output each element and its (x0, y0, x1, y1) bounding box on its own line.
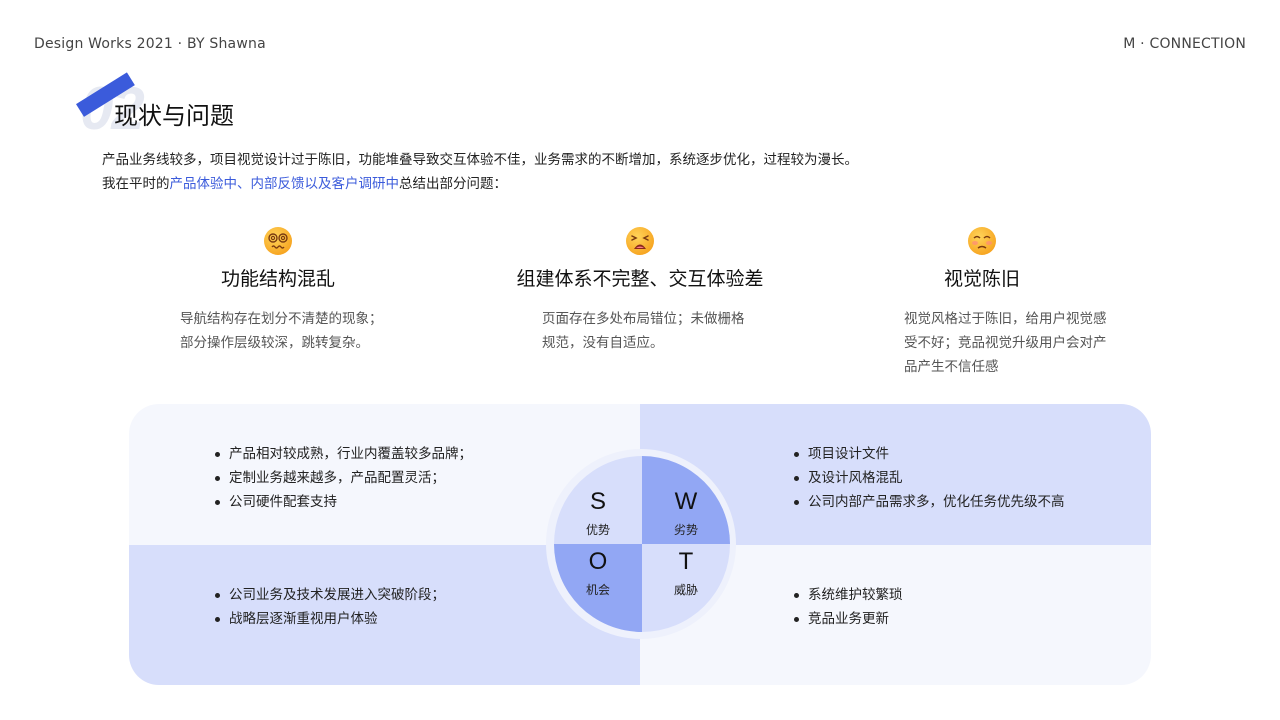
section-title: 现状与问题 (114, 102, 234, 130)
intro-highlight: 产品体验中、内部反馈以及客户调研中 (169, 176, 400, 192)
list-item: 公司硬件配套支持 (215, 490, 472, 514)
problem-description: 页面存在多处布局错位；未做栅格规范，没有自适应。 (542, 311, 745, 351)
header-left-text: Design Works 2021 · BY Shawna (34, 36, 266, 52)
problem-title: 组建体系不完整、交互体验差 (516, 268, 764, 290)
strengths-list: 产品相对较成熟，行业内覆盖较多品牌； 定制业务越来越多，产品配置灵活； 公司硬件… (215, 442, 472, 514)
problem-title: 功能结构混乱 (220, 268, 335, 290)
intro-line-2: 我在平时的产品体验中、内部反馈以及客户调研中总结出部分问题： (102, 172, 858, 196)
swot-w-cell: W 劣势 (642, 456, 730, 544)
swot-o-cell: O 机会 (554, 544, 642, 632)
swot-letter: S (589, 488, 606, 515)
swot-circle: S 优势 W 劣势 O 机会 T 威胁 (554, 456, 730, 632)
swot-t-cell: T 威胁 (642, 544, 730, 632)
list-item: 项目设计文件 (794, 442, 1065, 466)
swot-label: 机会 (585, 583, 610, 597)
intro-text: 产品业务线较多，项目视觉设计过于陈旧，功能堆叠导致交互体验不佳，业务需求的不断增… (102, 148, 858, 196)
list-item: 定制业务越来越多，产品配置灵活； (215, 466, 472, 490)
threats-list: 系统维护较繁琐 竞品业务更新 (794, 583, 903, 631)
opportunities-list: 公司业务及技术发展进入突破阶段； 战略层逐渐重视用户体验 (215, 583, 445, 631)
list-item: 及设计风格混乱 (794, 466, 1065, 490)
list-item: 产品相对较成熟，行业内覆盖较多品牌； (215, 442, 472, 466)
list-item: 战略层逐渐重视用户体验 (215, 607, 445, 631)
swot-letter: W (674, 488, 698, 515)
swot-letter: T (678, 548, 694, 575)
problem-title: 视觉陈旧 (943, 268, 1020, 290)
problem-description: 视觉风格过于陈旧，给用户视觉感受不好；竞品视觉升级用户会对产品产生不信任感 (904, 311, 1107, 375)
dizzy-face-icon (128, 226, 428, 260)
weary-face-icon (490, 226, 790, 260)
problem-card-components: 组建体系不完整、交互体验差 页面存在多处布局错位；未做栅格规范，没有自适应。 (490, 226, 790, 355)
weaknesses-list: 项目设计文件 及设计风格混乱 公司内部产品需求多，优化任务优先级不高 (794, 442, 1065, 514)
intro-line-1: 产品业务线较多，项目视觉设计过于陈旧，功能堆叠导致交互体验不佳，业务需求的不断增… (102, 152, 858, 168)
list-item: 公司内部产品需求多，优化任务优先级不高 (794, 490, 1065, 514)
problem-card-visual: 视觉陈旧 视觉风格过于陈旧，给用户视觉感受不好；竞品视觉升级用户会对产品产生不信… (832, 226, 1132, 379)
swot-label: 劣势 (673, 523, 698, 537)
list-item: 竞品业务更新 (794, 607, 903, 631)
problem-card-structure: 功能结构混乱 导航结构存在划分不清楚的现象；部分操作层级较深，跳转复杂。 (128, 226, 428, 355)
problem-description: 导航结构存在划分不清楚的现象；部分操作层级较深，跳转复杂。 (180, 311, 383, 351)
list-item: 公司业务及技术发展进入突破阶段； (215, 583, 445, 607)
pleading-face-icon (832, 226, 1132, 260)
swot-label: 威胁 (673, 583, 698, 597)
swot-label: 优势 (585, 523, 610, 537)
intro-suffix: 总结出部分问题： (399, 176, 507, 192)
intro-prefix: 我在平时的 (102, 176, 170, 192)
swot-letter: O (588, 548, 608, 575)
swot-s-cell: S 优势 (554, 456, 642, 544)
header-right-text: M · CONNECTION (1123, 36, 1246, 52)
list-item: 系统维护较繁琐 (794, 583, 903, 607)
